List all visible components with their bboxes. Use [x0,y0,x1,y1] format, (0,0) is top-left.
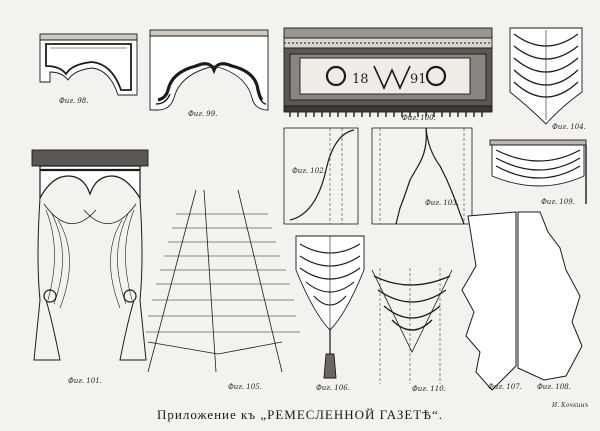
figure-107-label: Фиг. 107. [488,383,522,391]
figure-103-label: Фиг. 103. [425,199,459,207]
figure-110-label: Фиг. 110. [412,385,446,393]
engraver-signature: И. Кочкинъ [552,402,589,409]
figure-106-drawing [295,235,365,379]
figure-105-label: Фиг. 105. [228,383,262,391]
figure-98-label: Фиг. 98. [59,97,89,105]
figure-104-label: Фиг. 104. [552,123,586,131]
figure-103-drawing [371,127,473,225]
figure-109-label: Фиг. 109. [541,198,575,206]
plate-caption: Приложение къ „РЕМЕСЛЕННОЙ ГАЗЕТѢ“. [157,407,443,422]
figure-100-drawing [283,27,493,117]
figure-99-label: Фиг. 99. [188,110,218,118]
figure-108-drawing [517,211,583,381]
figure-110-drawing [371,268,453,384]
figure-102-drawing [283,127,359,225]
monogram-left: 18 [352,72,369,87]
figure-101-drawing [31,149,149,361]
figure-108-label: Фиг. 108. [537,383,571,391]
figure-107-drawing [461,211,517,391]
figure-100-label: Фиг. 100. [402,114,436,122]
figure-105-drawing [146,189,300,373]
figure-98-drawing [39,33,138,96]
figure-102-label: Фиг. 102. [292,167,326,175]
figure-106-label: Фиг. 106. [316,384,350,392]
figure-104-drawing [509,27,583,125]
figure-109-drawing [489,139,587,204]
figure-99-drawing [149,29,269,111]
figure-101-label: Фиг. 101. [68,377,102,385]
monogram-right: 91 [410,72,427,87]
